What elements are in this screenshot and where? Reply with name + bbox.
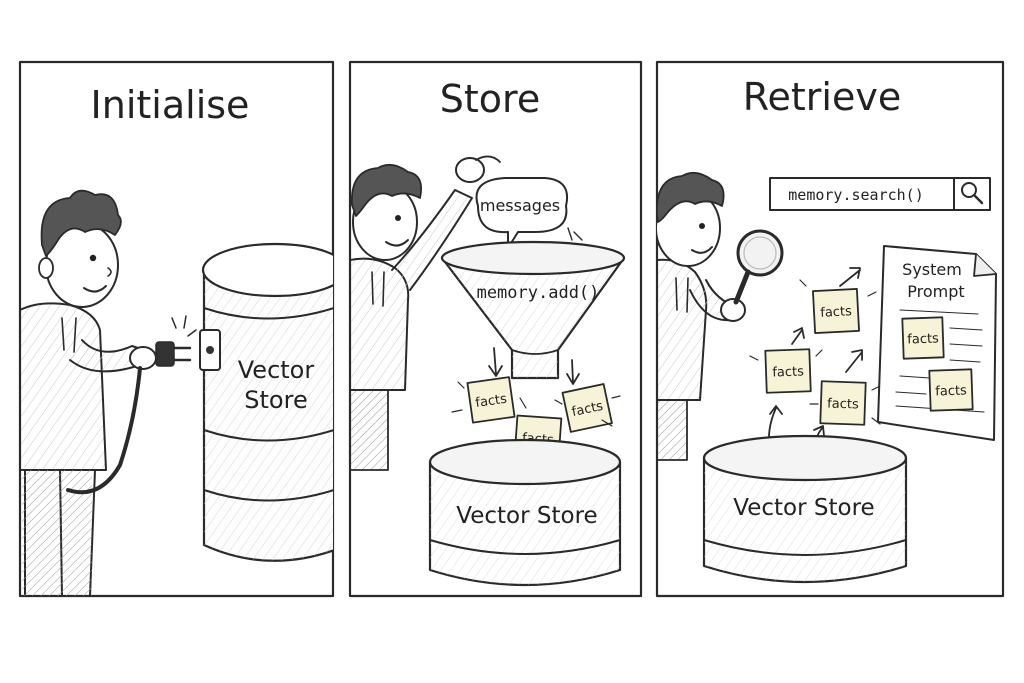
vector-store-cylinder xyxy=(702,434,908,584)
store-label-line1: Vector xyxy=(238,356,315,384)
facts-note: facts xyxy=(764,348,812,394)
funnel xyxy=(440,240,626,380)
panel-initialise: Initialise xyxy=(18,60,335,598)
svg-text:facts: facts xyxy=(827,396,859,412)
panel-title: Store xyxy=(440,77,540,121)
svg-text:facts: facts xyxy=(475,392,509,411)
svg-text:facts: facts xyxy=(820,304,853,321)
prompt-facts: facts xyxy=(907,331,939,347)
person-figure xyxy=(350,155,501,471)
panel-title: Retrieve xyxy=(743,75,901,119)
vector-store-cylinder xyxy=(428,438,622,587)
facts-note: facts xyxy=(561,383,613,433)
funnel-text: memory.add() xyxy=(477,283,600,303)
prompt-title-line1: System xyxy=(902,260,962,279)
panel-title: Initialise xyxy=(91,83,250,127)
system-prompt-document: System Prompt facts facts xyxy=(877,245,997,441)
speech-bubble: messages xyxy=(475,177,568,249)
vector-store-cylinder xyxy=(199,242,333,562)
search-text: memory.search() xyxy=(788,186,923,204)
prompt-title-line2: Prompt xyxy=(907,282,964,301)
panel-store: Store messages xyxy=(348,60,643,598)
search-box[interactable]: memory.search() xyxy=(769,177,991,211)
cable-icon xyxy=(66,366,142,495)
arrow-icon xyxy=(767,267,863,453)
store-label-line2: Store xyxy=(244,386,307,414)
panel-retrieve: Retrieve memory.search() xyxy=(655,60,1005,598)
prompt-facts: facts xyxy=(935,383,967,399)
person-figure xyxy=(657,171,746,461)
plug-icon xyxy=(155,315,197,367)
bubble-text: messages xyxy=(480,196,560,215)
store-label: Vector Store xyxy=(456,503,597,529)
magnifying-glass-icon xyxy=(733,229,784,305)
facts-note: facts xyxy=(819,380,867,426)
person-figure xyxy=(20,189,157,596)
store-label: Vector Store xyxy=(733,495,874,521)
search-icon[interactable] xyxy=(961,182,984,205)
svg-text:facts: facts xyxy=(772,364,804,380)
facts-note: facts xyxy=(812,287,860,335)
svg-text:facts: facts xyxy=(571,399,605,420)
facts-note: facts xyxy=(466,376,516,424)
arrow-icon xyxy=(488,347,580,385)
